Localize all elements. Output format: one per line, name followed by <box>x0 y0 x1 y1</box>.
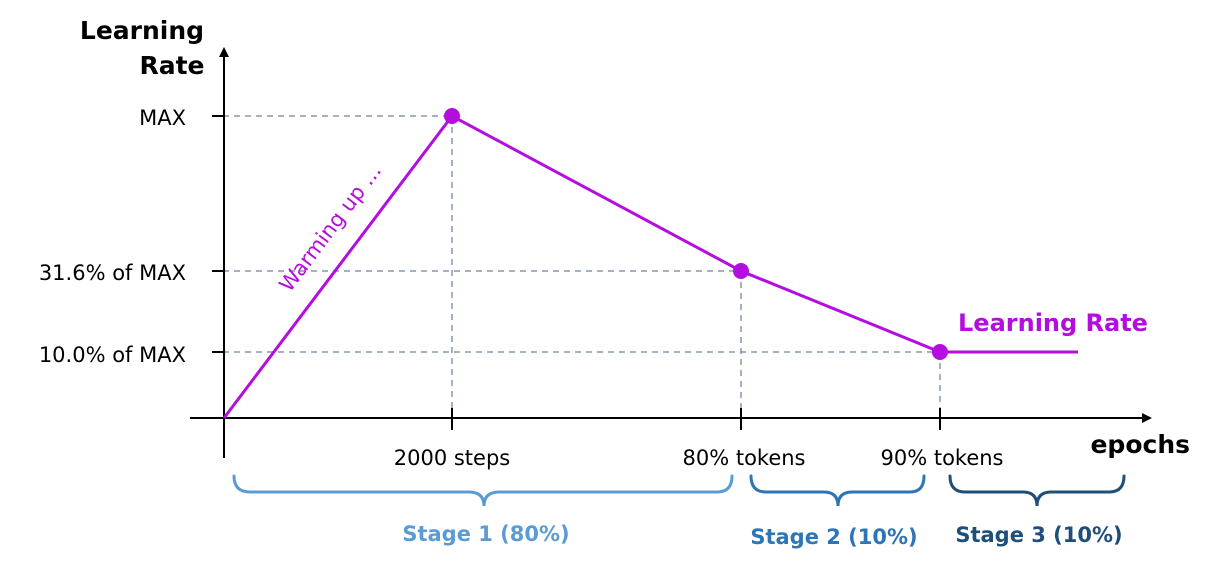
x-axis-title: epochs <box>1090 430 1190 459</box>
axis-ticks <box>212 115 941 430</box>
point-max <box>444 108 460 124</box>
x-tick-label-2000-steps: 2000 steps <box>394 446 510 470</box>
point-80-tokens <box>733 263 749 279</box>
guide-lines <box>212 115 941 418</box>
stage-3-brace <box>948 474 1126 507</box>
y-tick-label-max: MAX <box>139 106 186 130</box>
y-tick-label-316: 31.6% of MAX <box>39 261 186 285</box>
learning-rate-line <box>222 114 1078 419</box>
point-90-tokens <box>932 344 948 360</box>
stage-2-label: Stage 2 (10%) <box>750 525 917 549</box>
x-tick-label-80-tokens: 80% tokens <box>682 446 805 470</box>
y-tick-label-100: 10.0% of MAX <box>39 343 186 367</box>
x-tick-label-90-tokens: 90% tokens <box>880 446 1003 470</box>
y-axis-title-line2: Rate <box>139 51 204 80</box>
learning-rate-series-label: Learning Rate <box>958 309 1148 337</box>
stage-3-label: Stage 3 (10%) <box>955 523 1122 547</box>
stage-1-brace <box>232 474 734 507</box>
y-axis-title-line1: Learning <box>80 16 204 45</box>
stage-2-brace <box>749 474 926 507</box>
stage-1-label: Stage 1 (80%) <box>402 522 569 546</box>
